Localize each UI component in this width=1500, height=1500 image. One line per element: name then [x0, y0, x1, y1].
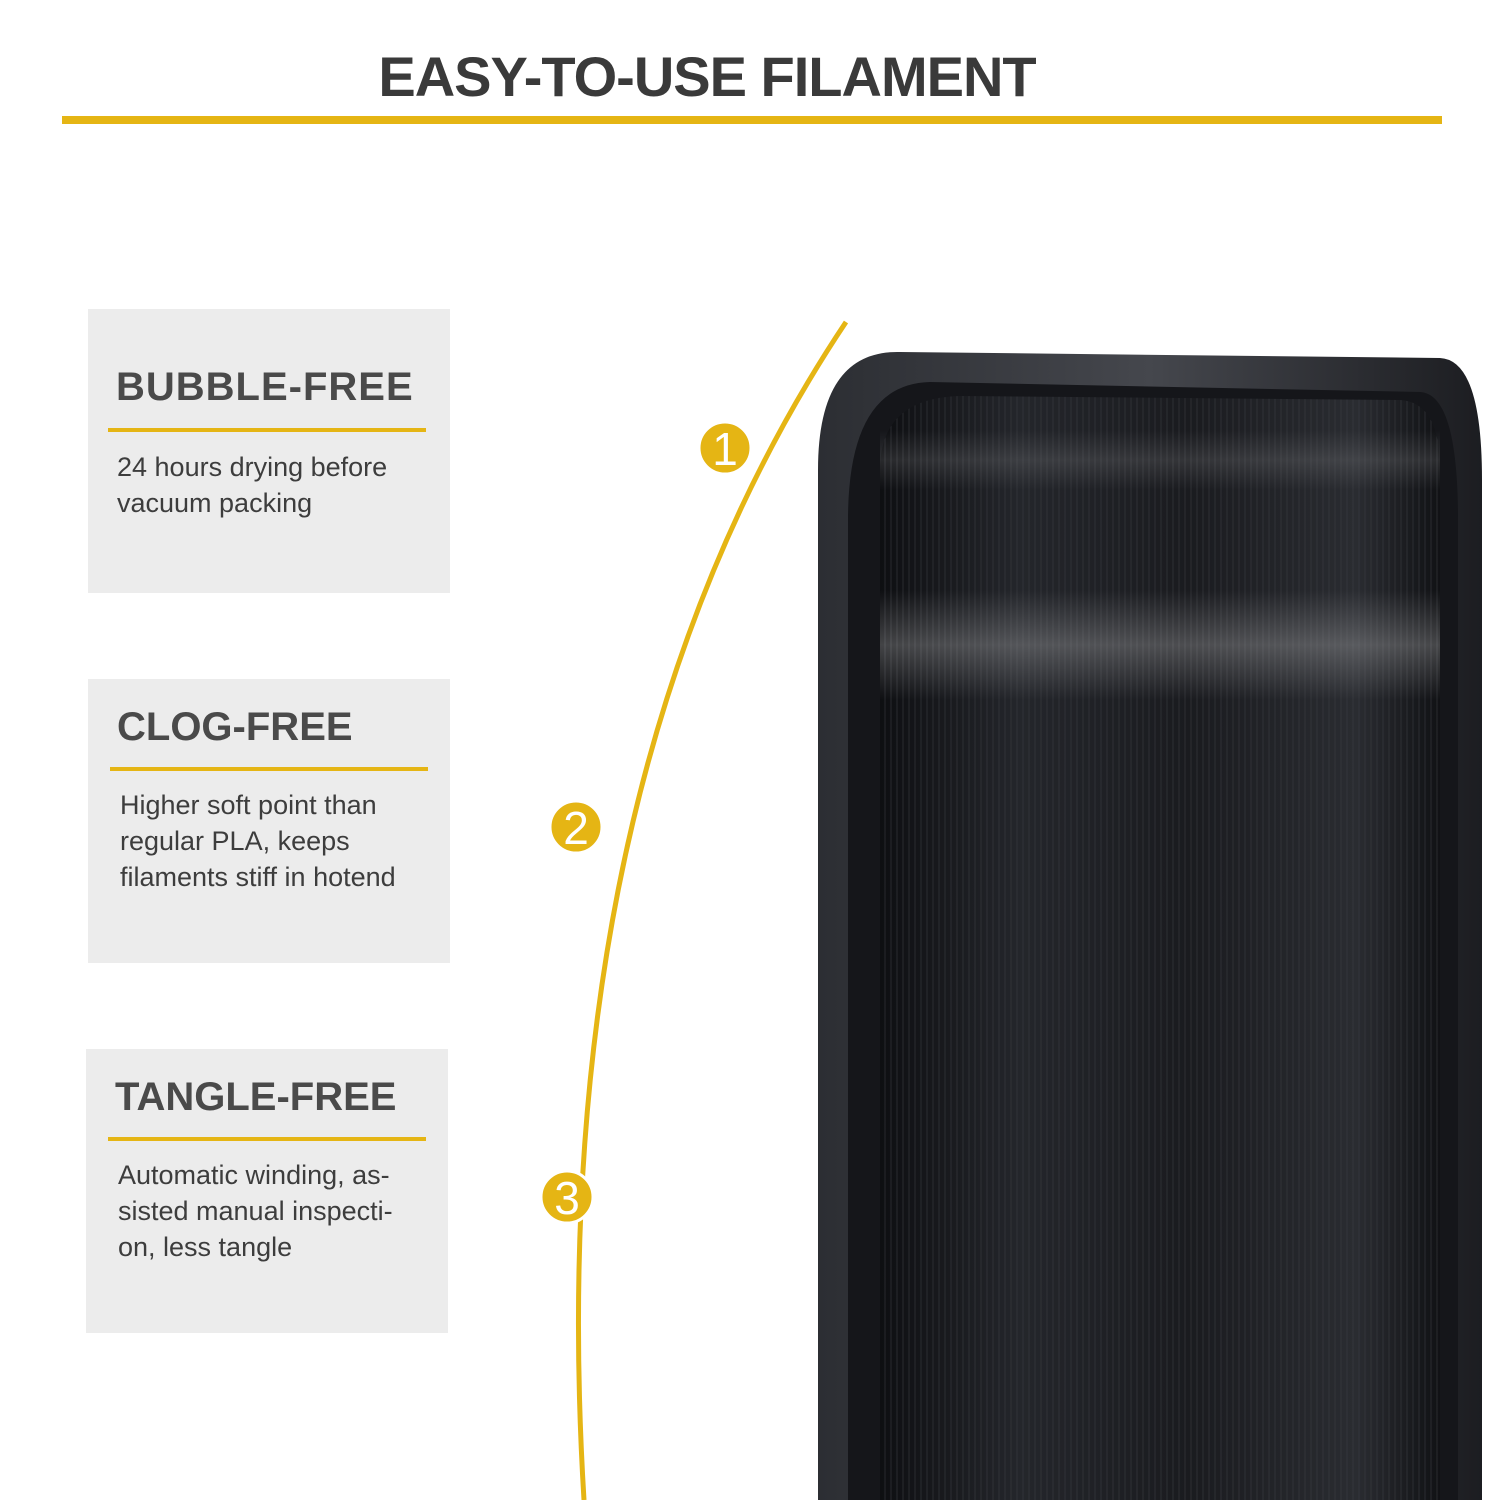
marker-3: 3	[539, 1169, 595, 1225]
feature-card-bubble-free: BUBBLE-FREE 24 hours drying before vacuu…	[88, 309, 450, 593]
marker-2: 2	[548, 799, 604, 855]
marker-2-number: 2	[563, 802, 589, 854]
feature-description: 24 hours drying before vacuum packing	[117, 452, 388, 518]
marker-3-number: 3	[554, 1172, 580, 1224]
feature-title: CLOG-FREE	[117, 705, 353, 749]
feature-card-clog-free: CLOG-FREE Higher soft point than regular…	[88, 679, 450, 963]
page-title: EASY-TO-USE FILAMENT	[378, 45, 1036, 108]
feature-description: Automatic winding, as- sisted manual ins…	[118, 1160, 393, 1262]
feature-title: BUBBLE-FREE	[116, 365, 414, 409]
marker-1-number: 1	[712, 423, 738, 475]
feature-card-tangle-free: TANGLE-FREE Automatic winding, as- siste…	[86, 1049, 448, 1333]
feature-title-underline	[108, 428, 426, 432]
feature-title-underline	[108, 1137, 426, 1141]
marker-1: 1	[697, 420, 753, 476]
feature-title-underline	[110, 767, 428, 771]
timeline-arc	[576, 320, 849, 1500]
feature-title: TANGLE-FREE	[115, 1075, 397, 1119]
feature-description: Higher soft point than regular PLA, keep…	[120, 790, 396, 892]
filament-spool	[818, 351, 1482, 1500]
title-underline	[62, 116, 1442, 124]
